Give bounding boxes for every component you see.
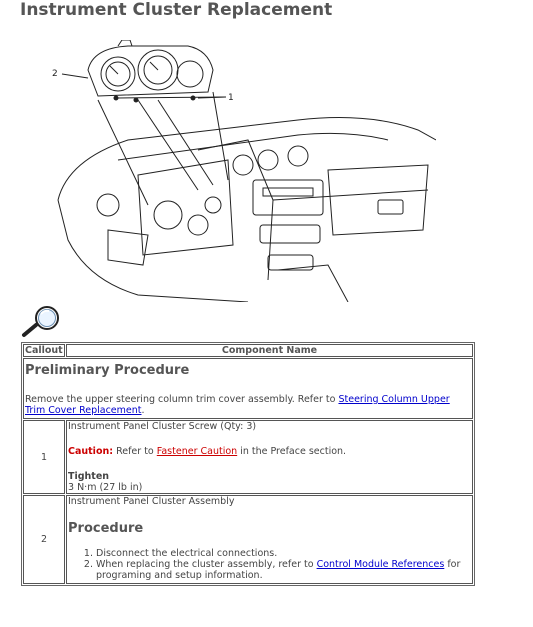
preliminary-text-body: Remove the upper steering column trim co… — [25, 394, 339, 405]
row-content-2: Instrument Panel Cluster Assembly Proced… — [66, 495, 473, 584]
magnifier-icon[interactable] — [20, 305, 62, 339]
control-module-link[interactable]: Control Module References — [316, 559, 445, 570]
step-2-post: for programing and setup information. — [96, 559, 461, 581]
table-row: 2 Instrument Panel Cluster Assembly Proc… — [23, 495, 473, 584]
procedure-steps: Disconnect the electrical connections. W… — [68, 548, 471, 581]
caution-pre: Refer to — [113, 446, 157, 457]
row-callout-1: 1 — [23, 420, 65, 494]
preliminary-heading: Preliminary Procedure — [25, 363, 190, 378]
caution-post: in the Preface section. — [237, 446, 347, 457]
component-table: Callout Component Name Preliminary Proce… — [21, 342, 475, 586]
diagram-callout-2: 2 — [52, 69, 58, 79]
preliminary-row: Preliminary Procedure Remove the upper s… — [23, 358, 473, 419]
procedure-step-1: Disconnect the electrical connections. — [96, 548, 471, 559]
header-callout: Callout — [23, 344, 65, 357]
step-2-text: When replacing the cluster assembly, ref… — [96, 559, 317, 570]
steering-column-link[interactable]: Steering Column Upper Trim Cover Replace… — [25, 394, 450, 416]
caution-label: Caution: — [68, 446, 114, 457]
header-component-name: Component Name — [66, 344, 473, 357]
row-callout-2: 2 — [23, 495, 65, 584]
preliminary-text: Remove the upper steering column trim co… — [25, 394, 471, 416]
procedure-step-2: When replacing the cluster assembly, ref… — [96, 559, 471, 581]
tighten-value: 3 N·m (27 lb in) — [68, 482, 143, 493]
procedure-heading: Procedure — [68, 521, 144, 536]
table-row: 1 Instrument Panel Cluster Screw (Qty: 3… — [23, 420, 473, 494]
instrument-cluster-diagram: 2 1 — [52, 40, 436, 302]
preliminary-cell: Preliminary Procedure Remove the upper s… — [23, 358, 473, 419]
component-name: Instrument Panel Cluster Assembly — [68, 496, 235, 507]
page-title: Instrument Cluster Replacement — [20, 0, 333, 20]
fastener-caution-link[interactable]: Fastener Caution — [156, 446, 238, 457]
component-name: Instrument Panel Cluster Screw (Qty: 3) — [68, 421, 257, 432]
diagram-callout-1: 1 — [228, 93, 234, 103]
caution-text: Caution: Refer to Fastener Caution in th… — [68, 446, 471, 457]
preliminary-text-end: . — [141, 405, 145, 416]
row-content-1: Instrument Panel Cluster Screw (Qty: 3) … — [66, 420, 473, 494]
table-header-row: Callout Component Name — [23, 344, 473, 357]
tighten-label: Tighten — [68, 471, 110, 482]
